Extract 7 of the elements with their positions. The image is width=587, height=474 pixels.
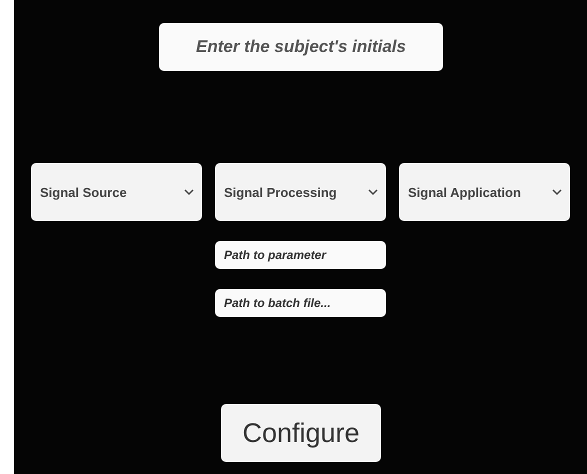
input-field: Path to parameter <box>215 241 386 269</box>
dropdown: Signal Source <box>31 163 202 221</box>
dropdown: Signal Application <box>399 163 570 221</box>
configure-button: Configure <box>221 404 381 462</box>
dropdown: Signal Processing <box>215 163 386 221</box>
input-field: Path to batch file... <box>215 289 386 317</box>
input-field: Enter the subject's initials <box>159 23 443 71</box>
